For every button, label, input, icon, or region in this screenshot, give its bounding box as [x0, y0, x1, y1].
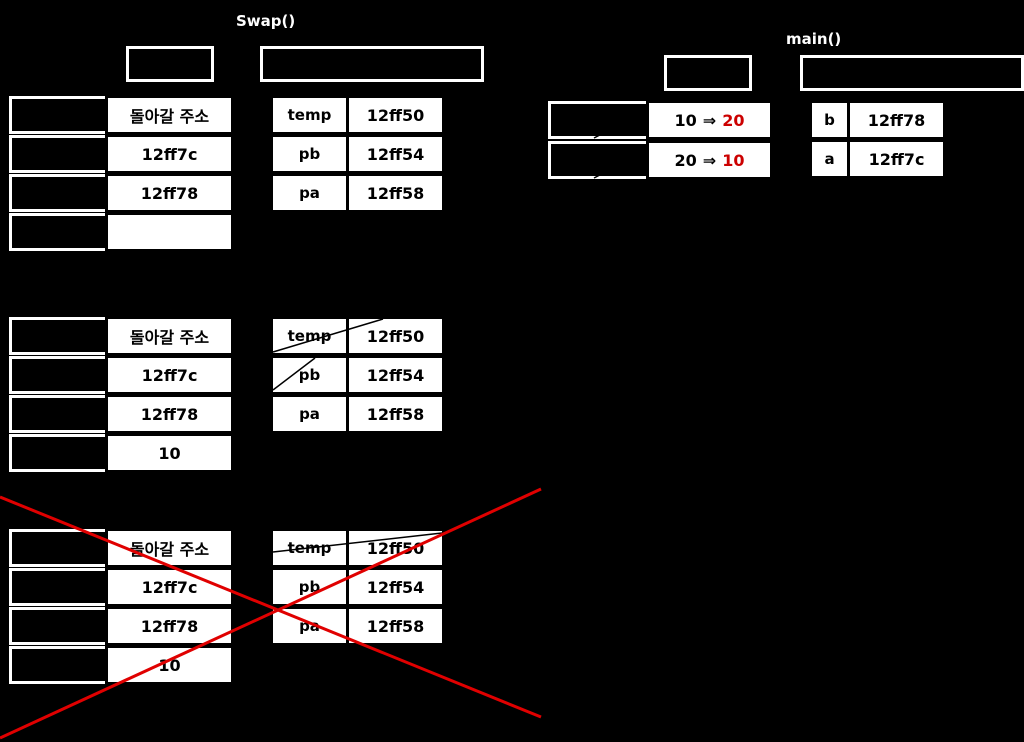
stack-value: 12ff78: [108, 176, 231, 210]
symbol-address: 12ff54: [349, 570, 442, 604]
swap-title: Swap(): [236, 12, 296, 30]
stack-value: 12ff7c: [108, 570, 231, 604]
stack-address: 0x12ff40: [9, 213, 105, 251]
pointer-line: [593, 109, 649, 139]
new-value: 10: [722, 150, 745, 170]
cross-out-line: [0, 495, 542, 719]
symbol-name: temp: [273, 319, 346, 353]
stack-value: 20 ⇒ 10: [649, 143, 770, 177]
pointer-line: [593, 149, 649, 179]
symbol-name: pa: [273, 176, 346, 210]
stack-address: 0x12ff48: [9, 356, 105, 394]
stack-address: 0x12ff44: [9, 607, 105, 645]
symbol-address: 12ff54: [349, 137, 442, 171]
symbol-address: 12ff54: [349, 358, 442, 392]
old-value: 20: [674, 150, 697, 170]
stack-value: 12ff7c: [108, 358, 231, 392]
old-value: 10: [674, 110, 697, 130]
main-symbol-table-header: Symbol table: [800, 55, 1024, 91]
stack-value: 돌아갈 주소: [108, 531, 231, 565]
stack-value: [108, 215, 231, 249]
swap-stack-header: STACK: [126, 46, 214, 82]
symbol-name: temp: [273, 98, 346, 132]
stack-value: 돌아갈 주소: [108, 98, 231, 132]
symbol-name: pb: [273, 137, 346, 171]
new-value: 20: [722, 110, 745, 130]
symbol-address: 12ff50: [349, 98, 442, 132]
symbol-address: 12ff58: [349, 397, 442, 431]
symbol-name: a: [812, 142, 847, 176]
stack-value: 10: [108, 436, 231, 470]
stack-address: 0x12ff48: [9, 568, 105, 606]
symbol-name: pb: [273, 358, 346, 392]
stack-address: 0x12ff4c: [9, 96, 105, 134]
symbol-address: 12ff78: [850, 103, 943, 137]
stack-value: 12ff7c: [108, 137, 231, 171]
stack-address: 0x12ff44: [9, 395, 105, 433]
symbol-address: 12ff58: [349, 176, 442, 210]
stack-value: 10 ⇒ 20: [649, 103, 770, 137]
symbol-address: 12ff50: [349, 531, 442, 565]
stack-address: 0x12ff40: [9, 646, 105, 684]
stack-value: 12ff78: [108, 397, 231, 431]
main-title: main(): [786, 30, 842, 48]
arrow-icon: ⇒: [702, 110, 717, 130]
symbol-address: 12ff7c: [850, 142, 943, 176]
symbol-name: b: [812, 103, 847, 137]
stack-address: 0x12ff44: [9, 174, 105, 212]
swap-symbol-table-header: Symbol table: [260, 46, 484, 82]
symbol-address: 12ff58: [349, 609, 442, 643]
strike-line: [272, 318, 384, 353]
strike-line: [272, 357, 316, 391]
strike-line: [272, 532, 443, 553]
stack-address: 0x12ff4c: [9, 317, 105, 355]
symbol-name: pa: [273, 397, 346, 431]
cross-out-line: [0, 487, 542, 740]
stack-address: 0x12ff40: [9, 434, 105, 472]
stack-address: 0x12ff4c: [9, 529, 105, 567]
main-stack-header: STACK: [664, 55, 752, 91]
stack-value: 12ff78: [108, 609, 231, 643]
stack-value: 돌아갈 주소: [108, 319, 231, 353]
stack-value: 10: [108, 648, 231, 682]
stack-address: 0x12ff48: [9, 135, 105, 173]
symbol-name: pb: [273, 570, 346, 604]
arrow-icon: ⇒: [702, 150, 717, 170]
